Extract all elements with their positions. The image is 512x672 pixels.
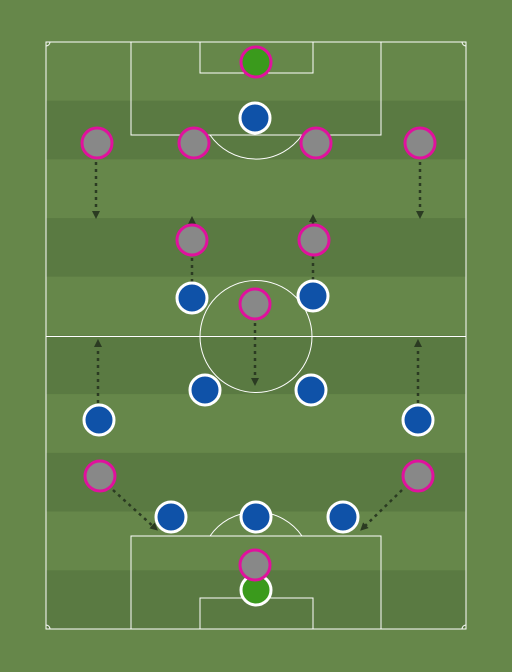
blue-team-player-marker[interactable] [296,279,330,313]
magenta-team-player-marker[interactable] [403,126,437,160]
magenta-team-goalkeeper-marker[interactable] [239,45,273,79]
blue-team-player-marker[interactable] [175,281,209,315]
corner-arc-top-left [45,41,51,47]
magenta-team-player-marker[interactable] [299,126,333,160]
blue-team-player-marker[interactable] [239,500,273,534]
player-markers [80,45,437,607]
magenta-team-player-marker[interactable] [401,459,435,493]
magenta-team-player-marker[interactable] [175,223,209,257]
blue-team-player-marker[interactable] [188,373,222,407]
pitch-stripe [46,394,466,453]
blue-team-player-marker[interactable] [154,500,188,534]
magenta-team-player-marker[interactable] [83,459,117,493]
magenta-team-player-marker[interactable] [297,223,331,257]
pitch-stripe [46,218,466,277]
blue-team-player-marker[interactable] [294,373,328,407]
center-circle [199,280,313,393]
magenta-team-player-marker[interactable] [238,548,272,582]
blue-team-player-marker[interactable] [238,101,272,135]
corner-arc-bottom-left [45,624,51,630]
movement-arrow [360,489,403,531]
corner-arc-top-right [461,41,467,47]
magenta-team-player-marker[interactable] [80,126,114,160]
blue-team-player-marker[interactable] [326,500,360,534]
movement-arrow [112,489,158,531]
pitch-markings [45,41,467,630]
pitch-stripe [46,159,466,219]
corner-arc-bottom-right [461,624,467,630]
blue-team-player-marker[interactable] [82,403,116,437]
magenta-team-player-marker[interactable] [177,126,211,160]
top-penalty-arc [209,134,303,160]
magenta-team-player-marker[interactable] [238,287,272,321]
blue-team-player-marker[interactable] [401,403,435,437]
